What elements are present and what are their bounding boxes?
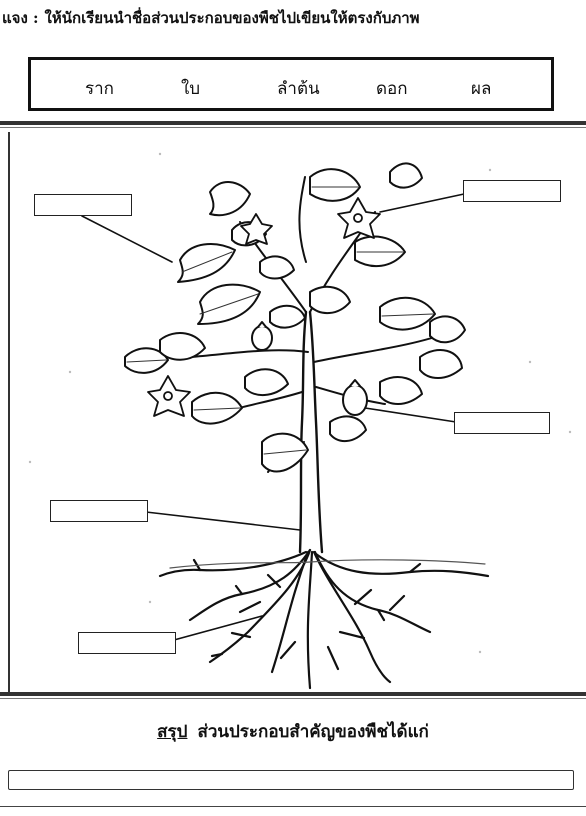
word-fruit: ผล (471, 75, 491, 102)
leader-flower (380, 194, 464, 212)
leader-fruit (365, 408, 456, 422)
leader-stem (146, 512, 300, 530)
plant-diagram-area (8, 132, 586, 692)
summary-heading: สรุป ส่วนประกอบสำคัญของพืชได้แก่ (0, 718, 586, 745)
summary-text: ส่วนประกอบสำคัญของพืชได้แก่ (197, 722, 428, 742)
section-divider-top (0, 121, 586, 125)
word-root: ราก (85, 75, 114, 102)
word-leaf: ใบ (181, 75, 200, 102)
answer-box-root[interactable] (78, 632, 176, 654)
instruction-line: แจง : ให้นักเรียนนำชื่อส่วนประกอบของพืชไป… (0, 0, 586, 40)
leader-leaf (82, 216, 172, 262)
plant-roots (160, 550, 488, 688)
section-divider-bottom-inner (0, 698, 586, 699)
answer-box-fruit[interactable] (454, 412, 550, 434)
summary-answer-field[interactable] (8, 770, 574, 790)
ground-line (170, 560, 485, 568)
answer-box-leaf[interactable] (34, 194, 132, 216)
word-bank: ราก ใบ ลำต้น ดอก ผล (28, 57, 554, 111)
summary-label: สรุป (157, 722, 187, 742)
answer-box-stem[interactable] (50, 500, 148, 522)
bottom-rule (0, 806, 586, 807)
plant-leaves (125, 163, 465, 471)
answer-box-flower[interactable] (463, 180, 561, 202)
section-divider-top-inner (0, 127, 586, 128)
section-divider-bottom (0, 692, 586, 696)
plant-stem (300, 312, 322, 552)
instruction-text: ให้นักเรียนนำชื่อส่วนประกอบของพืชไปเขียน… (45, 9, 420, 27)
word-flower: ดอก (376, 75, 408, 102)
instruction-lead: แจง : (2, 9, 39, 27)
word-stem: ลำต้น (277, 75, 320, 102)
